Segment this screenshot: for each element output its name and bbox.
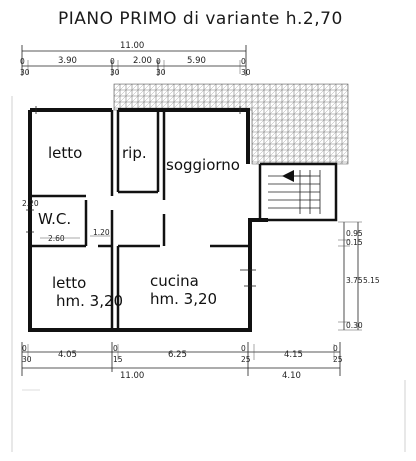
- right-dim-1: 0.95: [346, 229, 363, 238]
- room-cucina: cucina: [150, 272, 199, 290]
- wc-depth-dim: 2.20: [22, 199, 39, 208]
- room-letto-top: letto: [48, 144, 82, 162]
- room-rip: rip.: [122, 144, 147, 162]
- bottom-zero-b: 0: [113, 344, 118, 353]
- room-wc: W.C.: [38, 210, 71, 228]
- bottom-seg2-dim: 6.25: [168, 350, 187, 360]
- room-letto-bottom-height: hm. 3,20: [56, 292, 123, 310]
- wc-width-dim: 2.60: [48, 234, 65, 243]
- top-zero-d: 0: [241, 57, 246, 66]
- top-wall-a: 30: [20, 68, 30, 77]
- top-zero-b: 0: [110, 57, 115, 66]
- bottom-wall-a: 30: [22, 355, 32, 364]
- bottom-wall-b: 15: [113, 355, 123, 364]
- bottom-zero-a: 0: [22, 344, 27, 353]
- staircase: [268, 170, 321, 214]
- top-dimensions: 11.00 3.90 2.00 5.90 0 30 0 30 0 30 0 30: [20, 41, 251, 77]
- bottom-total-main: 11.00: [120, 371, 144, 381]
- room-cucina-height: hm. 3,20: [150, 290, 217, 308]
- top-seg3-dim: 5.90: [187, 56, 206, 66]
- right-dim-3: 3.75: [346, 276, 363, 285]
- right-dimensions: 0.95 0.15 3.75 0.30 5.15: [338, 221, 380, 331]
- bottom-seg3-dim: 4.15: [284, 350, 303, 360]
- corridor-dim: 1.20: [93, 228, 110, 237]
- page-guides: [11, 96, 406, 452]
- bottom-dimensions: 0 30 4.05 0 15 6.25 0 25 4.15 0 25 11.00…: [21, 342, 343, 381]
- right-dim-total: 5.15: [363, 276, 380, 285]
- top-zero-c: 0: [156, 57, 161, 66]
- room-letto-bottom: letto: [52, 274, 86, 292]
- bottom-wall-d: 25: [333, 355, 343, 364]
- bottom-zero-c: 0: [241, 344, 246, 353]
- bottom-seg1-dim: 4.05: [58, 350, 77, 360]
- top-total-dim: 11.00: [120, 41, 144, 51]
- bottom-wall-c: 25: [241, 355, 251, 364]
- plan-title: PIANO PRIMO di variante h.2,70: [58, 9, 343, 29]
- bottom-zero-d: 0: [333, 344, 338, 353]
- top-seg1-dim: 3.90: [58, 56, 77, 66]
- right-dim-2: 0.15: [346, 238, 363, 247]
- room-soggiorno: soggiorno: [166, 156, 240, 174]
- hatched-terrace: [113, 83, 349, 165]
- top-wall-b: 30: [110, 68, 120, 77]
- bottom-total-ext: 4.10: [282, 371, 301, 381]
- right-dim-4: 0.30: [346, 321, 363, 330]
- top-wall-d: 30: [241, 68, 251, 77]
- top-zero-a: 0: [20, 57, 25, 66]
- plan-walls: [26, 106, 338, 332]
- top-wall-c: 30: [156, 68, 166, 77]
- top-seg2-dim: 2.00: [133, 56, 152, 66]
